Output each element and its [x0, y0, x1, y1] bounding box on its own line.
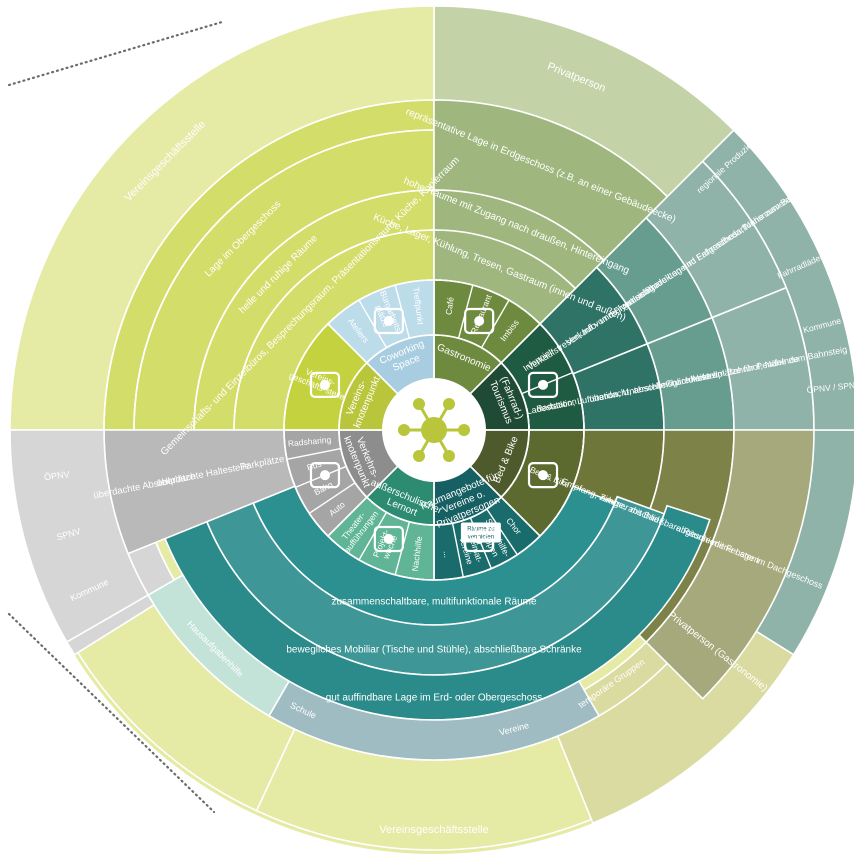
ring2-item-line: Radsharing — [287, 434, 332, 448]
tourism-actors-outer — [701, 129, 854, 431]
rooms-sign: Räume zu vermieten — [460, 522, 501, 543]
verkehr-actor-text-line: ÖPNV — [43, 469, 70, 482]
ring2-divider — [358, 511, 388, 561]
network-icon — [309, 371, 341, 398]
verkehr-actors — [9, 429, 150, 644]
rooms-sign-text: vermieten — [468, 534, 494, 540]
ring2-item-line: Bus — [306, 459, 323, 473]
tourism-actor-text-line: ÖPNV / SPNV — [806, 379, 854, 395]
core-spoke — [327, 323, 400, 396]
ring2-item: Nachhilfe — [410, 535, 425, 572]
lower-req-2-text: bewegliches Mobiliar (Tische und Stühle)… — [286, 645, 582, 656]
core-spoke — [327, 464, 400, 537]
bed-sleep-icon — [527, 462, 559, 489]
ring2-divider — [480, 299, 510, 349]
ring2-item: Café — [443, 296, 455, 315]
lower-req-2-text-line: bewegliches Mobiliar (Tische und Stühle)… — [286, 645, 582, 656]
ring2-divider — [469, 517, 493, 569]
ring2-item: Radsharing — [287, 434, 332, 448]
anchor-network-icon — [398, 398, 470, 462]
ring2-divider — [451, 523, 464, 578]
lower-req-1-text: zusammenschaltbare, multifunktionale Räu… — [331, 597, 537, 608]
lower-req-3-text-line: gut auffindbare Lage im Erd- oder Oberge… — [326, 693, 543, 704]
ring2-item: ... — [442, 550, 453, 558]
ring2-divider — [358, 299, 388, 349]
ring2-item-line: Treffpunkt — [411, 287, 426, 326]
ring2-divider — [521, 371, 573, 395]
ring2-item: Bus — [306, 459, 323, 473]
meeting-table-icon — [373, 307, 404, 335]
ring2-item-line: ... — [442, 550, 453, 558]
core-spoke — [468, 464, 541, 537]
verkehr-actor-text: ÖPNV — [43, 469, 70, 482]
ring2-item-line: Nachhilfe — [410, 535, 425, 572]
ring2-divider — [486, 508, 518, 556]
bedbike-actors — [645, 429, 815, 700]
ring2-item-line: Café — [443, 296, 455, 315]
coffee-cup-icon — [464, 307, 495, 335]
rooms-sign-text: Räume zu — [467, 526, 494, 532]
ring2-divider — [295, 465, 347, 489]
lower-req-1-text-line: zusammenschaltbare, multifunktionale Räu… — [331, 597, 537, 608]
lower-req-3-text: gut auffindbare Lage im Erd- oder Oberge… — [326, 693, 543, 704]
lower-actors-left — [147, 573, 291, 717]
ring2-divider — [394, 521, 411, 576]
ring2-divider — [308, 482, 356, 514]
ring2-divider — [286, 447, 341, 460]
dotted-connector-top — [7, 20, 224, 87]
ring2-divider — [457, 284, 474, 339]
vereinsgeschaeftsstelle-bottom-text-line: Vereinsgeschäftsstelle — [379, 824, 488, 836]
core-spoke — [468, 323, 541, 396]
ring2-divider — [394, 284, 411, 339]
head-gears-icon — [373, 525, 404, 553]
ring2-item: Treffpunkt — [411, 287, 426, 326]
tourism-actor-text: ÖPNV / SPNV — [806, 379, 854, 395]
vereinsgeschaeftsstelle-bottom-text: Vereinsgeschäftsstelle — [379, 824, 488, 836]
